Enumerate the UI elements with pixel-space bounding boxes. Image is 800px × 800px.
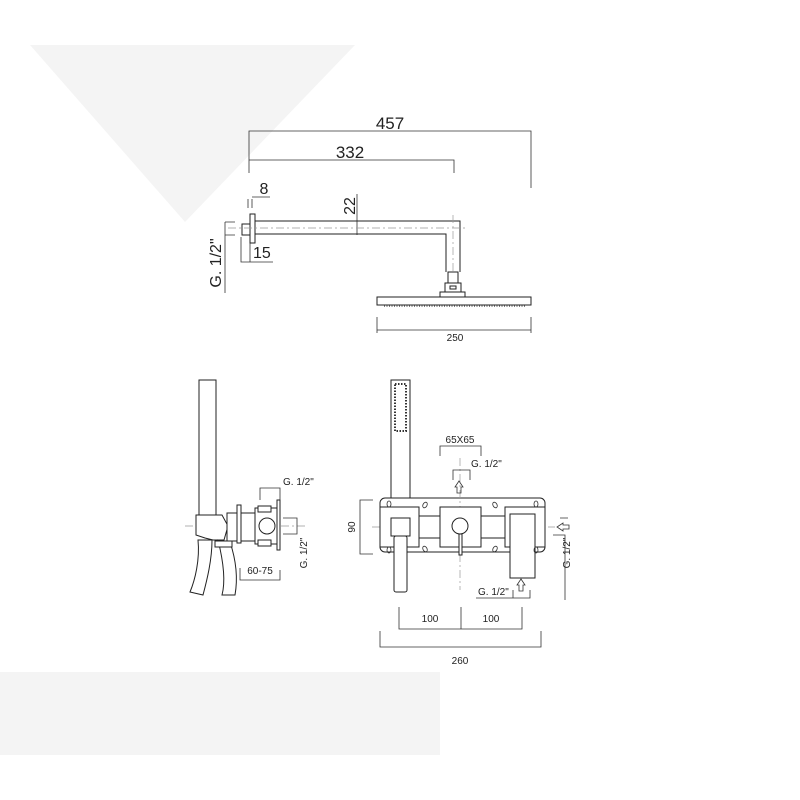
front-thread-bottom: G. 1/2" <box>478 587 509 598</box>
dim-332: 332 <box>336 143 364 162</box>
side-thread-side: G. 1/2" <box>299 537 310 568</box>
arrow-left-icon <box>556 522 570 532</box>
front-dim-square: 65X65 <box>446 435 475 446</box>
mixer-front-view: 65X65 G. 1/2" 90 G. 1/2" G. 1/2" 100 100… <box>347 379 573 667</box>
arrow-up-icon <box>454 480 464 494</box>
front-spacing-right: 100 <box>483 614 500 625</box>
front-dim-height: 90 <box>347 521 358 533</box>
front-thread-top: G. 1/2" <box>471 459 502 470</box>
arrow-up-icon <box>516 578 526 592</box>
front-thread-right: G. 1/2" <box>562 537 573 568</box>
background-triangle <box>30 45 355 222</box>
side-depth: 60-75 <box>247 566 273 577</box>
dim-457: 457 <box>376 114 404 133</box>
dim-22: 22 <box>342 197 359 215</box>
dim-8: 8 <box>260 181 269 198</box>
thread-label: G. 1/2" <box>208 238 225 287</box>
mixer-side-view: G. 1/2" G. 1/2" 60-75 <box>185 379 314 596</box>
background-band <box>0 672 440 755</box>
shower-arm-view: 457 332 8 22 15 G. 1/2" 250 <box>208 114 532 344</box>
front-spacing-left: 100 <box>422 614 439 625</box>
front-dim-width: 260 <box>452 656 469 667</box>
dim-15: 15 <box>253 245 271 262</box>
side-thread-top: G. 1/2" <box>283 477 314 488</box>
dim-250: 250 <box>447 333 464 344</box>
